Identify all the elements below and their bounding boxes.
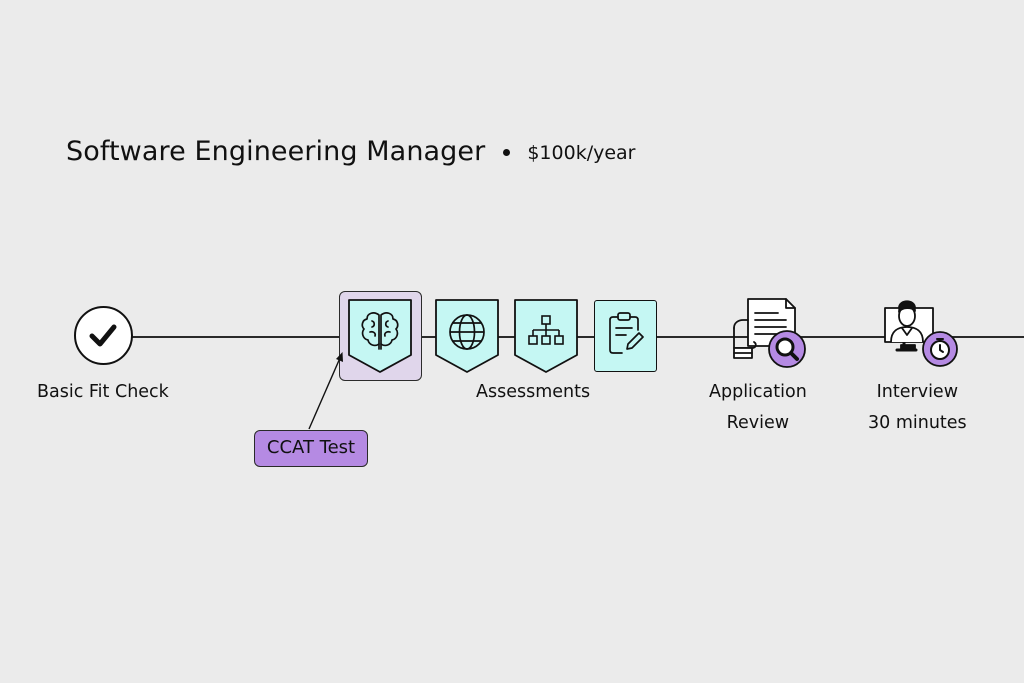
job-title: Software Engineering Manager [66, 136, 486, 167]
globe-icon[interactable] [435, 299, 499, 374]
clipboard-pen-node[interactable] [594, 300, 657, 372]
step-label-application-review: Application Review [709, 382, 807, 433]
org-chart-icon[interactable] [514, 299, 578, 374]
basic-fit-check-node [74, 306, 133, 365]
page-header: Software Engineering Manager $100k/year [66, 136, 636, 167]
salary: $100k/year [527, 142, 636, 164]
callout-arrow [308, 352, 343, 430]
ccat-test-callout[interactable]: CCAT Test [254, 430, 368, 467]
brain-icon[interactable] [348, 299, 412, 374]
checkmark-icon [89, 324, 117, 347]
step-label-assessments: Assessments [476, 382, 591, 402]
step-label-interview: Interview 30 minutes [868, 382, 967, 433]
separator-dot [503, 149, 511, 156]
step-label-basic-fit-check: Basic Fit Check [37, 382, 169, 402]
clipboard-pen-icon [609, 312, 644, 354]
document-search-icon [733, 298, 806, 368]
person-computer-timer-icon [884, 300, 958, 367]
